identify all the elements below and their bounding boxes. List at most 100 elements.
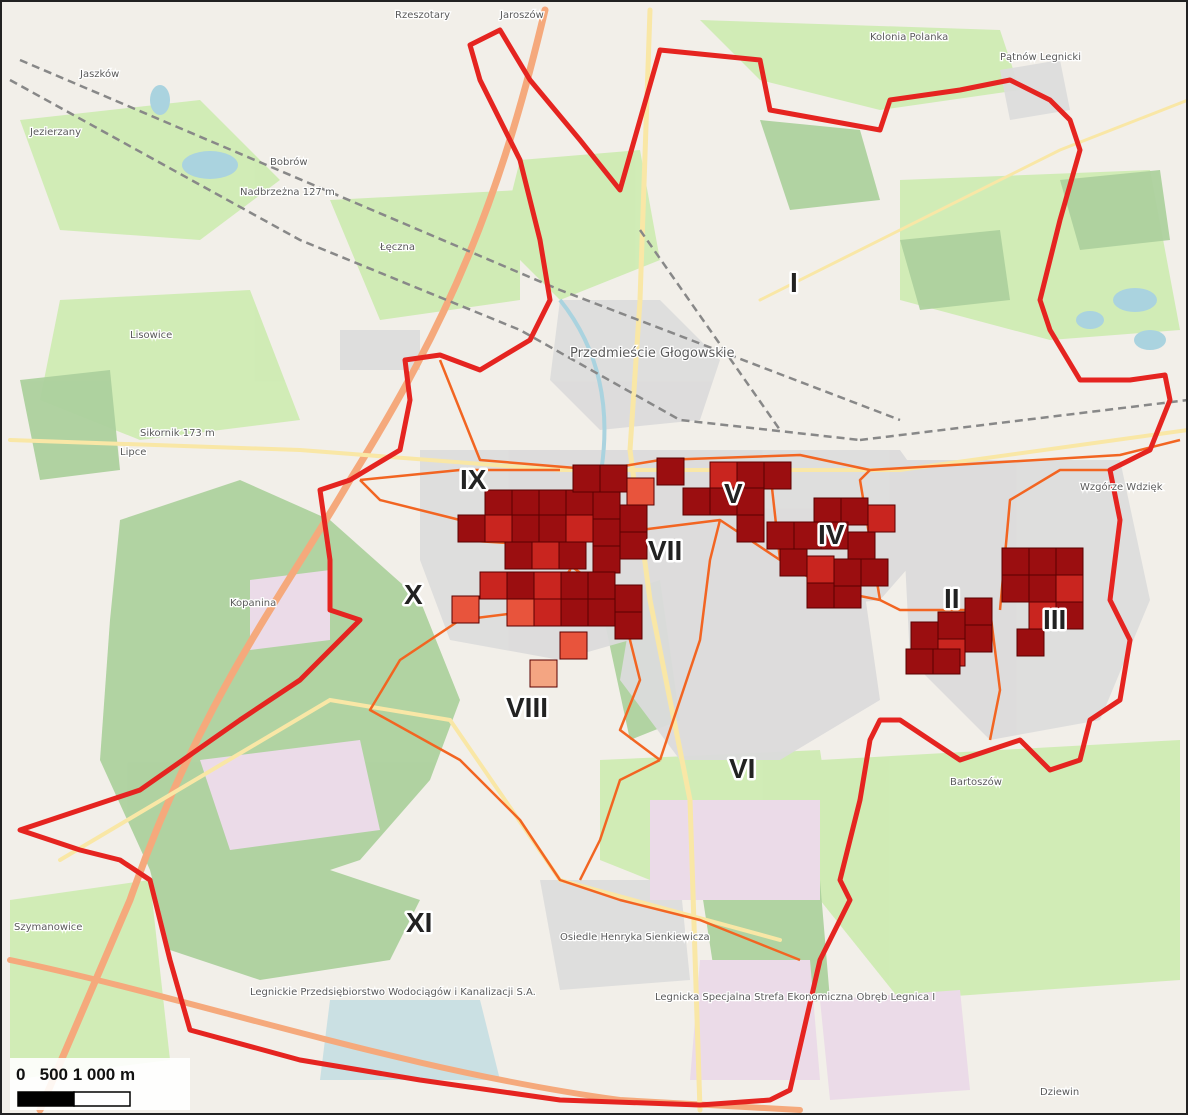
grid-cell xyxy=(538,489,567,518)
place-label: Rzeszotary xyxy=(395,10,450,21)
grid-cell xyxy=(533,571,562,600)
grid-cell xyxy=(806,582,835,609)
grid-cell xyxy=(511,514,540,543)
district-label-ii: II xyxy=(944,583,960,614)
place-label: Kolonia Polanka xyxy=(870,32,948,43)
place-label: Jaszków xyxy=(79,68,119,80)
grid-cell xyxy=(565,514,594,543)
grid-cell xyxy=(736,514,765,543)
grid-cell xyxy=(793,521,822,550)
district-labels: I II III IV V VI VII VIII IX X XI xyxy=(402,265,1069,941)
scale-bar-segment-white xyxy=(73,1091,131,1107)
grid-cluster-iii xyxy=(1001,547,1084,657)
grid-cell xyxy=(964,597,993,626)
grid-cell xyxy=(709,487,738,516)
grid-cell xyxy=(860,558,889,587)
grid-cell xyxy=(1001,547,1030,576)
grid-cell xyxy=(905,648,934,675)
place-label: Jezierzany xyxy=(29,127,81,138)
city-boundary xyxy=(17,27,1173,1108)
place-label: Łęczna xyxy=(379,242,415,253)
grid-cell xyxy=(484,489,513,518)
grid-cluster-ii xyxy=(905,597,993,675)
grid-cell xyxy=(833,585,862,609)
place-label: Legnickie Przedsiębiorstwo Wodociągów i … xyxy=(250,986,536,998)
place-label: Wzgórze Wdzięk xyxy=(1080,481,1163,493)
place-label: Lipce xyxy=(120,447,146,458)
grid-cell xyxy=(626,477,655,506)
grid-cell xyxy=(779,548,808,577)
grid-cell xyxy=(592,545,621,574)
grid-cell xyxy=(736,461,765,490)
place-label: Szymanowice xyxy=(14,922,82,933)
grid-cell xyxy=(682,487,711,516)
grid-cell xyxy=(511,489,540,518)
grid-cell xyxy=(531,541,560,570)
grid-cell xyxy=(1001,574,1030,603)
scale-bar: 0 500 1 000 m xyxy=(10,1058,190,1110)
place-label: Sikornik 173 m xyxy=(140,428,215,439)
grid-cell xyxy=(565,489,594,518)
grid-cell xyxy=(560,598,589,627)
grid-cell xyxy=(572,464,601,493)
place-label: Kopanina xyxy=(230,598,276,609)
district-label-i: I xyxy=(790,267,798,298)
place-label: Pątnów Legnicki xyxy=(1000,51,1081,63)
grid-cell xyxy=(614,584,643,613)
grid-cell xyxy=(937,611,966,640)
grid-cell xyxy=(533,598,562,627)
grid-cell xyxy=(587,571,616,600)
grid-cell xyxy=(592,518,621,547)
grid-cell xyxy=(538,514,567,543)
district-label-iii: III xyxy=(1043,604,1066,635)
district-label-viii: VIII xyxy=(506,692,548,723)
grid-cell xyxy=(932,648,961,675)
grid-cell xyxy=(479,571,508,600)
grid-cell xyxy=(1055,601,1084,630)
grid-cell xyxy=(1055,547,1084,576)
scale-bar-segment-black xyxy=(17,1091,75,1107)
grid-cell xyxy=(619,504,648,533)
grid-cell xyxy=(656,457,685,486)
grid-cell xyxy=(1016,628,1045,657)
grid-cell xyxy=(506,571,535,600)
grid-cell xyxy=(599,464,628,493)
grid-cell xyxy=(614,611,643,640)
place-label: Bobrów xyxy=(270,156,308,168)
railway-lines xyxy=(9,58,1188,442)
place-label: Bartoszów xyxy=(950,776,1002,788)
grid-cell xyxy=(1028,574,1057,603)
district-label-vii: VII xyxy=(648,535,682,566)
grid-cell xyxy=(457,514,486,543)
grid-cell xyxy=(806,555,835,584)
grid-cell xyxy=(847,531,876,560)
grid-cell xyxy=(867,504,896,533)
place-label: Lisowice xyxy=(130,330,172,341)
place-label: Dziewin xyxy=(1040,1087,1079,1098)
grid-cell xyxy=(1028,547,1057,576)
grid-cell xyxy=(964,624,993,653)
district-label-vi: VI xyxy=(729,753,755,784)
place-label: Legnicka Specjalna Strefa Ekonomiczna Ob… xyxy=(655,992,935,1003)
grid-cell xyxy=(506,598,535,627)
place-label: Osiedle Henryka Sienkiewicza xyxy=(560,932,710,943)
district-label-iv: IV xyxy=(818,519,845,550)
district-label-x: X xyxy=(404,579,423,610)
district-label-ix: IX xyxy=(460,464,487,495)
grid-cell xyxy=(1055,574,1084,603)
grid-cell xyxy=(560,571,589,600)
grid-cell xyxy=(910,621,939,650)
grid-cell xyxy=(587,598,616,627)
grid-cell xyxy=(619,531,648,560)
place-labels: Jaszków Rzeszotary Jaroszów Kolonia Pola… xyxy=(13,8,1164,1100)
grid-cell xyxy=(840,497,869,526)
grid-cluster-ix-vii-x-viii xyxy=(451,464,655,688)
grid-cell xyxy=(504,541,533,570)
grid-cell xyxy=(484,514,513,543)
grid-cluster-v xyxy=(656,457,792,543)
district-label-v: V xyxy=(724,478,743,509)
place-label: Jaroszów xyxy=(499,9,544,21)
